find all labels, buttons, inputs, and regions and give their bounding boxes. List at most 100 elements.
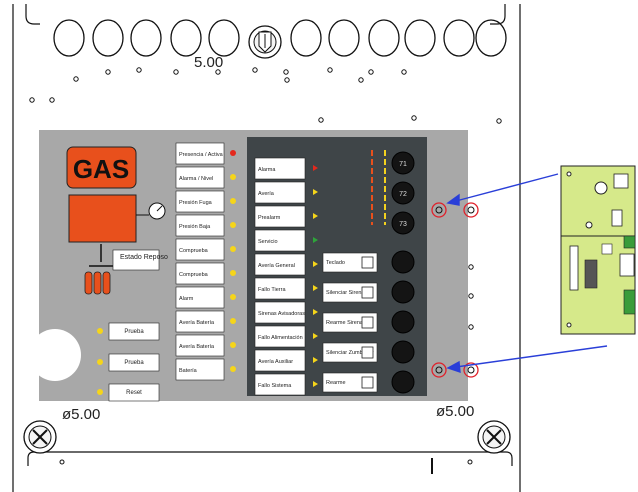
led-indicator [97, 328, 103, 334]
status-row-plate [175, 358, 225, 381]
valve-status-box [112, 249, 160, 271]
middle-row-plate [254, 349, 306, 372]
middle-row: Servicio [254, 229, 318, 252]
status-row: Batería [175, 358, 236, 381]
middle-row-plate [254, 373, 306, 396]
status-row-plate [175, 310, 225, 333]
status-row: Comprueba [175, 262, 236, 285]
mounting-hole [215, 69, 221, 75]
level-indicator [371, 150, 386, 225]
highlighted-holes [435, 206, 475, 374]
status-led [230, 318, 236, 324]
mounting-hole [29, 97, 35, 103]
mounting-hole [358, 77, 364, 83]
middle-row-label: Avería Auxiliar [258, 359, 293, 365]
knockout [368, 19, 400, 57]
knockout [208, 19, 240, 57]
highlight-circles [431, 202, 479, 378]
knockout [170, 19, 202, 57]
status-row-plate [175, 214, 225, 237]
middle-row: Prealarm [254, 205, 318, 228]
middle-row: Fallo Alimentación [254, 325, 318, 348]
key-icon [361, 346, 374, 359]
knockout [130, 19, 162, 57]
pressure-gauge-icon [136, 202, 166, 220]
status-led [230, 270, 236, 276]
mounting-hole [49, 97, 55, 103]
status-led [230, 246, 236, 252]
mounting-hole [73, 76, 79, 82]
gas-cylinders-icon [84, 244, 113, 295]
middle-row-plate [254, 229, 306, 252]
middle-row-label: Sirenas Avisadoras [258, 311, 305, 317]
status-row: Alarma / Nivel [175, 166, 236, 189]
button-plate [108, 322, 160, 341]
mounting-hole [284, 77, 290, 83]
top-screw-icon [248, 25, 282, 59]
button-plate [108, 383, 160, 402]
middle-row-plate [254, 181, 306, 204]
status-row-plate [175, 238, 225, 261]
control-key: Silenciar Zumbador [322, 340, 415, 364]
middle-row-plate [254, 253, 306, 276]
mounting-hole [411, 115, 417, 121]
knockout [404, 19, 436, 57]
status-row-plate [175, 334, 225, 357]
middle-row-label: Alarma [258, 167, 276, 173]
status-row: Presión Baja [175, 214, 236, 237]
key-button [391, 370, 415, 394]
dim-top: 5.00 [194, 54, 223, 71]
middle-row-label: Fallo Alimentación [258, 335, 303, 341]
control-key: Rearme Sirena [322, 310, 415, 334]
middle-row-plate [254, 301, 306, 324]
middle-led [313, 213, 318, 219]
bottom-hole [59, 459, 65, 465]
mounting-hole [496, 118, 502, 124]
status-led [230, 174, 236, 180]
status-row-label: Presión Baja [179, 224, 211, 230]
status-led [230, 342, 236, 348]
led-indicator [97, 359, 103, 365]
status-row-label: Avería Batería [179, 344, 215, 350]
left-button-label: Prueba [124, 329, 144, 335]
mounting-hole [468, 264, 474, 270]
control-key-label: Teclado [326, 260, 345, 266]
status-led [230, 150, 236, 156]
middle-row: Avería General [254, 253, 318, 276]
middle-row-plate [254, 157, 306, 180]
middle-led [313, 261, 318, 267]
mounting-hole [136, 67, 142, 73]
middle-led [313, 189, 318, 195]
cable-hole [29, 329, 81, 381]
level-button-circle [391, 211, 415, 235]
status-row-plate [175, 142, 225, 165]
middle-led [313, 357, 318, 363]
status-row: Avería Batería [175, 310, 236, 333]
middle-row-label: Prealarm [258, 215, 281, 221]
status-led [230, 366, 236, 372]
valve-status-label: Estado Reposo [120, 254, 168, 261]
status-row-label: Presión Fuga [179, 200, 213, 206]
middle-row: Avería [254, 181, 318, 204]
mounting-hole [283, 69, 289, 75]
left-button-label: Prueba [124, 360, 144, 366]
middle-led [313, 309, 318, 315]
key-icon [361, 376, 374, 389]
middle-row: Sirenas Avisadoras [254, 301, 318, 324]
blue-arrows [446, 173, 608, 374]
key-icon [361, 256, 374, 269]
enclosure-outline [12, 4, 521, 492]
mounting-hole [468, 293, 474, 299]
middle-row-label: Avería General [258, 263, 295, 269]
middle-row-label: Avería [258, 191, 275, 197]
status-led [230, 294, 236, 300]
control-key-label: Rearme [326, 380, 346, 386]
mounting-hole [173, 69, 179, 75]
control-key-label: Rearme Sirena [326, 320, 364, 326]
level-button-label: 73 [399, 221, 407, 228]
level-button-circle [391, 181, 415, 205]
gas-label: GAS [73, 154, 129, 184]
middle-led [313, 237, 318, 243]
key-icon [361, 316, 374, 329]
status-row-label: Presencia / Activa [179, 152, 224, 158]
